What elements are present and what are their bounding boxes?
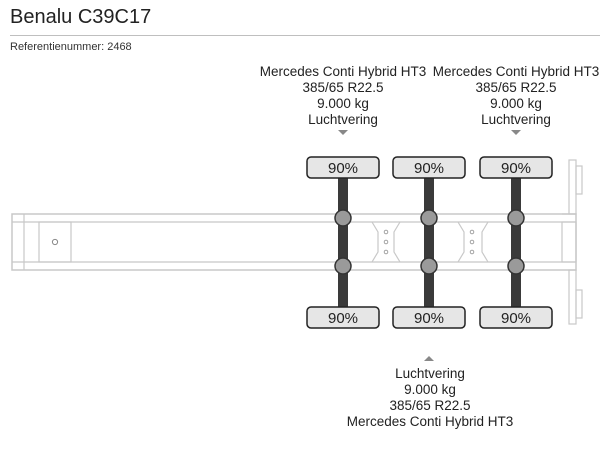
axle-1-hub-bottom	[334, 257, 352, 275]
axle-1-arrow-icon	[338, 130, 348, 135]
axle-1: 90% 90%	[306, 156, 380, 329]
axle-3-size: 385/65 R22.5	[475, 80, 557, 95]
axle-3-hub-bottom	[507, 257, 525, 275]
axle-1-load: 9.000 kg	[317, 96, 369, 111]
axle-3-tire-top	[479, 156, 553, 179]
axle-3-tire: Mercedes Conti Hybrid HT3	[432, 64, 600, 79]
axle-1-size: 385/65 R22.5	[302, 80, 384, 95]
axle-2-tire-bottom-pct: 90%	[414, 310, 444, 327]
axle-2-hub-bottom	[420, 257, 438, 275]
axle-3-load: 9.000 kg	[490, 96, 542, 111]
kingpin-icon	[51, 238, 59, 246]
rear-block	[561, 221, 577, 263]
axle-3-tire-bottom-pct: 90%	[501, 310, 531, 327]
axle-2-tire-bottom	[392, 306, 466, 329]
reference-number: Referentienummer: 2468	[10, 41, 132, 53]
axle-2-size: 385/65 R22.5	[389, 398, 471, 413]
axle-1-beam	[338, 178, 348, 308]
axle-1-tire-bottom-pct: 90%	[328, 310, 358, 327]
rear-lights	[562, 159, 583, 325]
axle-1-suspension: Luchtvering	[308, 112, 378, 127]
axle-3-tire-top-pct: 90%	[501, 160, 531, 177]
axle-3-spec: Mercedes Conti Hybrid HT3 385/65 R22.5 9…	[431, 64, 600, 128]
axle-2-tire-top	[392, 156, 466, 179]
axle-1-tire-top	[306, 156, 380, 179]
axle-2: 90% 90%	[392, 156, 466, 329]
page-title: Benalu C39C17	[10, 6, 152, 28]
axle-3-tire-bottom	[479, 306, 553, 329]
axle-1-spec: Mercedes Conti Hybrid HT3 385/65 R22.5 9…	[258, 64, 428, 128]
axle-1-tire-bottom	[306, 306, 380, 329]
axle-2-tire: Mercedes Conti Hybrid HT3	[346, 414, 514, 429]
axle-2-hub-top	[420, 209, 438, 227]
cross-members	[371, 221, 489, 263]
axle-1-tire: Mercedes Conti Hybrid HT3	[259, 64, 427, 79]
title-divider	[10, 35, 600, 36]
axle-2-spec: Luchtvering 9.000 kg 385/65 R22.5 Merced…	[344, 366, 516, 430]
axle-3-suspension: Luchtvering	[481, 112, 551, 127]
axle-2-beam	[424, 178, 434, 308]
axle-3-arrow-icon	[511, 130, 521, 135]
axle-3: 90% 90%	[479, 156, 553, 329]
axle-2-load: 9.000 kg	[404, 382, 456, 397]
axle-2-arrow-icon	[424, 356, 434, 361]
cross-member-holes	[383, 229, 475, 255]
axle-3-hub-top	[507, 209, 525, 227]
kingpin-plate	[38, 221, 72, 263]
axle-2-suspension: Luchtvering	[395, 366, 465, 381]
axle-3-beam	[511, 178, 521, 308]
axle-1-hub-top	[334, 209, 352, 227]
axle-1-tire-top-pct: 90%	[328, 160, 358, 177]
axle-2-tire-top-pct: 90%	[414, 160, 444, 177]
